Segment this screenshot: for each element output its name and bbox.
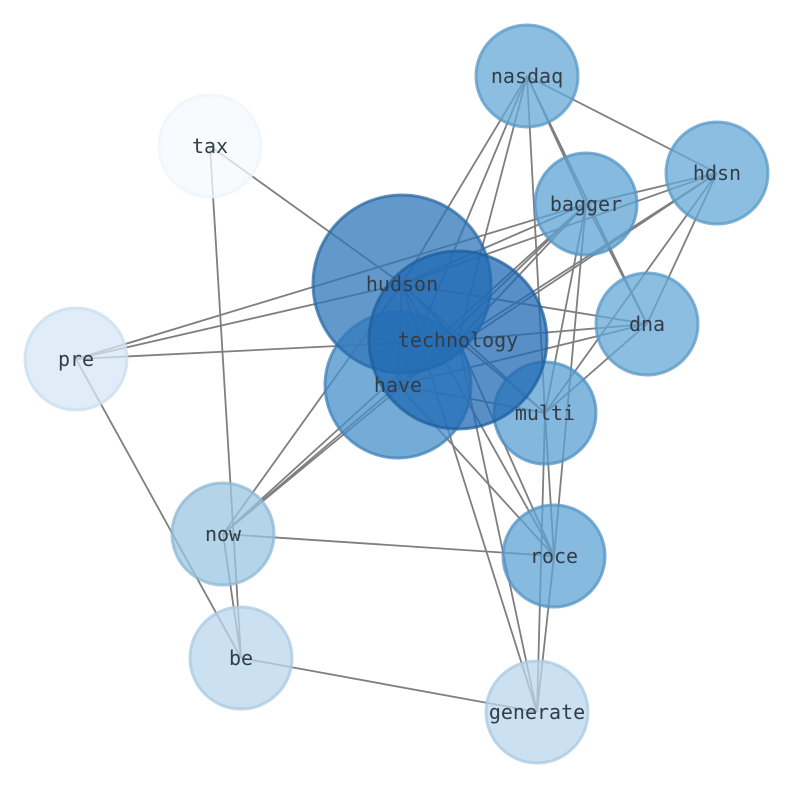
node-roce	[501, 503, 607, 609]
node-label-tax: tax	[192, 134, 228, 158]
nodes-layer: tax pre be generate now nasdaq hdsn bagger dna ro…	[23, 23, 770, 765]
node-label-pre: pre	[58, 347, 94, 371]
node-hdsn	[664, 120, 770, 226]
node-label-hudson: hudson	[366, 272, 438, 296]
node-generate	[484, 659, 590, 765]
node-label-nasdaq: nasdaq	[491, 64, 563, 88]
node-dna	[594, 271, 700, 377]
node-label-bagger: bagger	[550, 192, 622, 216]
node-be	[188, 605, 294, 711]
node-technology	[367, 249, 549, 431]
node-label-multi: multi	[515, 401, 575, 425]
node-now	[170, 481, 276, 587]
node-label-dna: dna	[629, 312, 665, 336]
edge-pre-be	[75, 358, 242, 659]
node-nasdaq	[474, 23, 580, 129]
node-label-now: now	[205, 522, 242, 546]
edge-roce-now	[222, 533, 555, 557]
node-label-be: be	[229, 646, 253, 670]
node-label-technology: technology	[398, 328, 518, 352]
node-bagger	[533, 151, 639, 257]
node-tax	[157, 93, 263, 199]
node-label-generate: generate	[489, 700, 585, 724]
node-label-hdsn: hdsn	[693, 161, 741, 185]
node-label-have: have	[374, 373, 422, 397]
node-pre	[23, 306, 129, 412]
node-label-roce: roce	[530, 544, 578, 568]
